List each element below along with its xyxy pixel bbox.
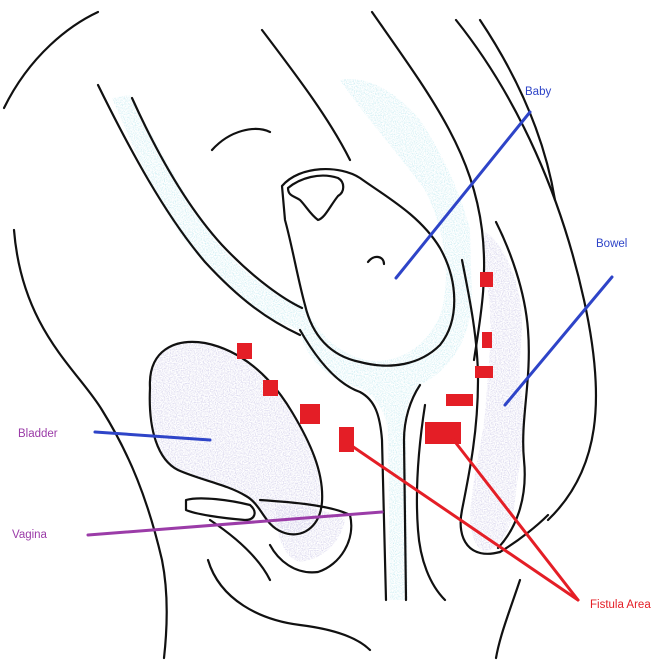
abdomen-outline (14, 230, 167, 658)
fundus-line (262, 30, 350, 160)
fistula-marker (475, 366, 493, 378)
fistula-marker (446, 394, 473, 406)
buttock-line (496, 580, 520, 658)
urethra-line (210, 520, 270, 580)
fistula-area-label: Fistula Area (590, 599, 651, 611)
fistula-marker (482, 332, 492, 348)
perineum-line (208, 560, 370, 650)
baby-hand-outline (288, 176, 343, 220)
fistula-marker (237, 343, 252, 359)
fistula-marker (339, 427, 354, 452)
baby-label: Baby (525, 86, 551, 98)
bowel-label: Bowel (596, 238, 627, 250)
pubic-bone-outline (186, 498, 255, 520)
baby-ear-outline (368, 257, 384, 264)
back-outline (4, 12, 98, 108)
fistula-marker (480, 272, 493, 287)
vagina-label: Vagina (12, 529, 48, 541)
fistula-marker (300, 404, 320, 424)
fistula-marker (263, 380, 278, 396)
baby-brow-outline (212, 129, 270, 150)
uterus-inner-line (132, 98, 302, 308)
bladder-label: Bladder (18, 428, 58, 440)
